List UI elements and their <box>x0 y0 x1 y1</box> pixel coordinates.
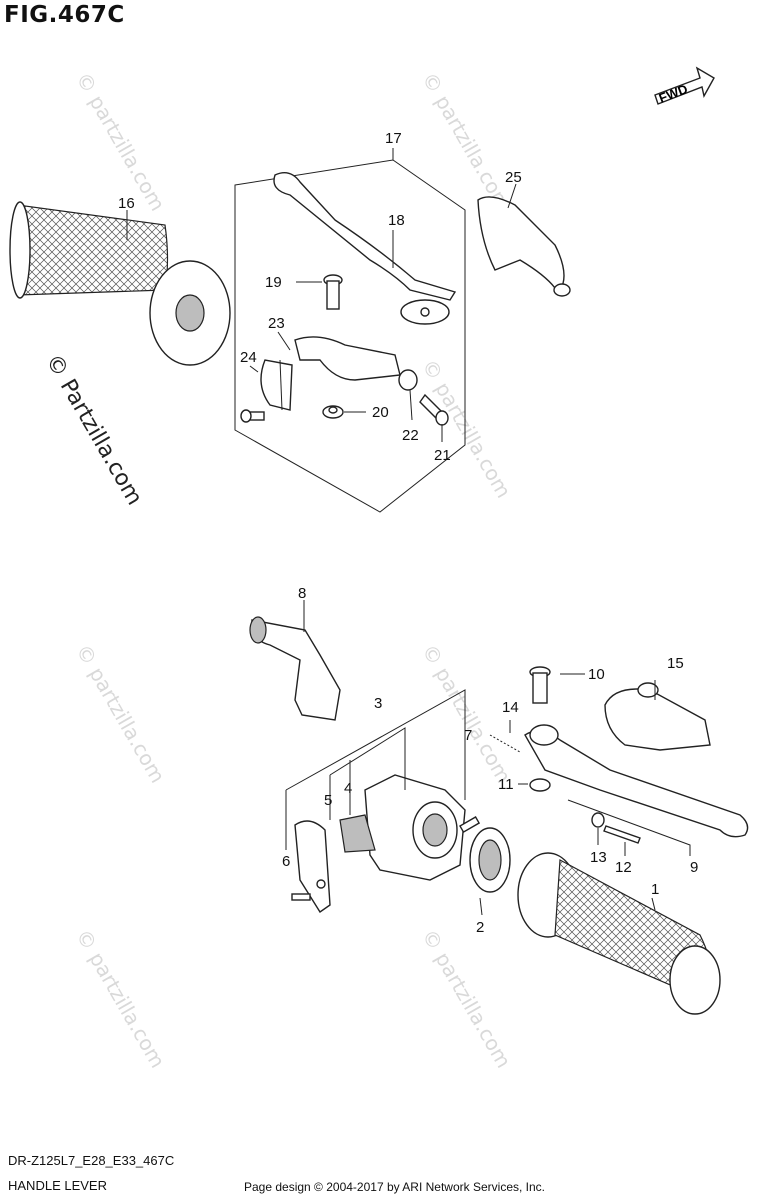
callout-4: 4 <box>344 780 352 797</box>
housing-cover-part <box>291 820 331 913</box>
clutch-lever-part <box>273 172 457 325</box>
section-name: HANDLE LEVER <box>8 1178 107 1193</box>
lever-cover-part <box>477 196 571 297</box>
left-grip-part <box>9 201 231 366</box>
callout-23: 23 <box>268 315 285 332</box>
screw-part-7 <box>459 816 481 834</box>
callout-10: 10 <box>588 666 605 683</box>
callout-24: 24 <box>240 349 257 366</box>
right-grip-part <box>517 852 721 1015</box>
spring-part-14 <box>489 734 521 753</box>
callout-3: 3 <box>374 695 382 712</box>
callout-15: 15 <box>667 655 684 672</box>
callout-16: 16 <box>118 195 135 212</box>
callout-8: 8 <box>298 585 306 602</box>
callout-2: 2 <box>476 919 484 936</box>
washer-part-22 <box>398 369 418 391</box>
callout-13: 13 <box>590 849 607 866</box>
fwd-arrow-icon: FWD <box>654 66 715 106</box>
lever-holder-part <box>240 336 401 423</box>
pivot-bolt-part-10 <box>529 666 551 704</box>
callout-14: 14 <box>502 699 519 716</box>
callout-labels: 1 2 3 4 5 6 7 8 9 10 11 12 13 14 15 16 1… <box>118 130 698 936</box>
callout-7: 7 <box>464 727 472 744</box>
copyright-notice: Page design © 2004-2017 by ARI Network S… <box>244 1180 546 1194</box>
callout-11: 11 <box>498 776 514 793</box>
figure-title: FIG.467C <box>4 2 125 28</box>
callout-20: 20 <box>372 404 389 421</box>
bolt-part-21 <box>419 393 449 426</box>
callout-1: 1 <box>651 881 659 898</box>
throttle-drum-part <box>469 827 511 893</box>
throttle-housing-part <box>339 774 466 881</box>
bolt-part-19 <box>323 274 343 310</box>
callout-17: 17 <box>385 130 402 147</box>
nut-part-11 <box>529 778 551 792</box>
clutch-assembly-outline <box>234 159 466 513</box>
callout-6: 6 <box>282 853 290 870</box>
callout-21: 21 <box>434 447 451 464</box>
brake-lever-part <box>524 724 749 838</box>
callout-19: 19 <box>265 274 282 291</box>
callout-25: 25 <box>505 169 522 186</box>
nut-part-20 <box>322 405 344 419</box>
screw-part-12 <box>603 825 641 844</box>
callout-18: 18 <box>388 212 405 229</box>
model-code: DR-Z125L7_E28_E33_467C <box>8 1153 175 1168</box>
callout-12: 12 <box>615 859 632 876</box>
leader-lines <box>126 148 691 916</box>
callout-5: 5 <box>324 792 332 809</box>
brake-cover-part <box>604 682 711 751</box>
fwd-label: FWD <box>657 81 690 106</box>
nut-part-13 <box>591 812 605 828</box>
callout-9: 9 <box>690 859 698 876</box>
callout-22: 22 <box>402 427 419 444</box>
throttle-cover-part <box>249 616 341 721</box>
